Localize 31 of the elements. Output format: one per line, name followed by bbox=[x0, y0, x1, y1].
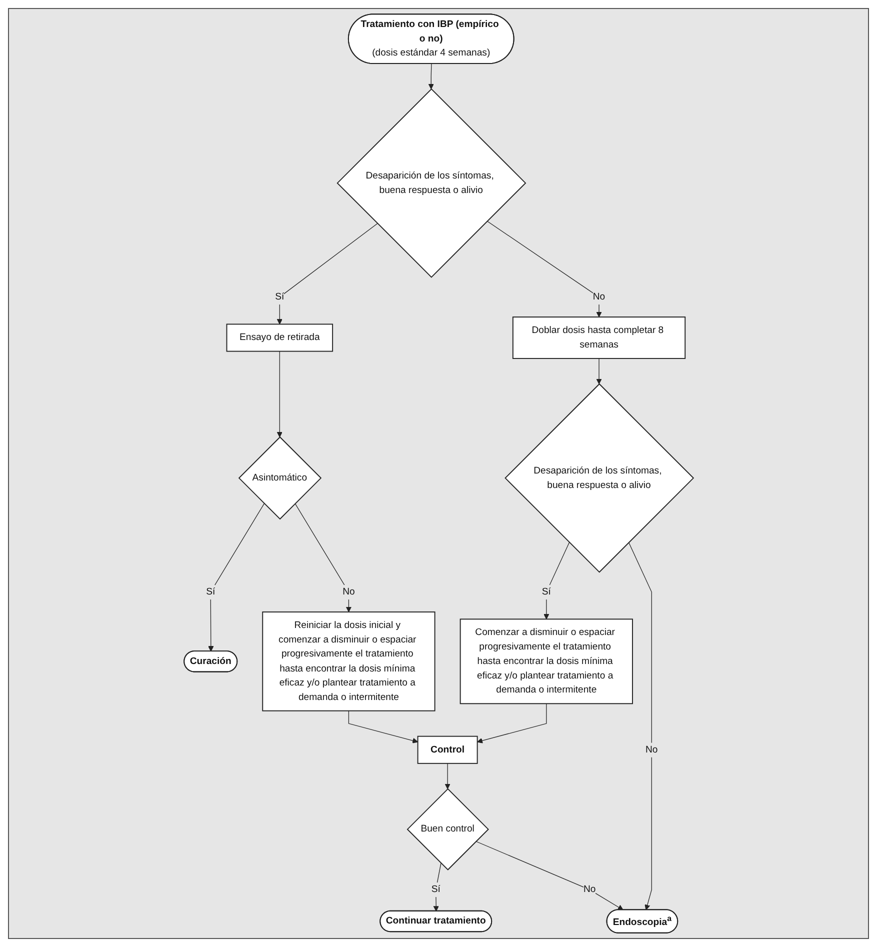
edge-label: Sí bbox=[431, 884, 440, 895]
arrow bbox=[433, 862, 442, 912]
arrow bbox=[208, 503, 264, 652]
arrow bbox=[628, 542, 652, 910]
node-diamond: Buen control bbox=[406, 788, 489, 870]
edge-label: No bbox=[645, 744, 658, 755]
edge-label: No bbox=[342, 586, 355, 597]
arrow bbox=[486, 220, 602, 318]
edge-label: Sí bbox=[274, 291, 284, 302]
node-box: Comenzar a disminuir o espaciar progresivamente el tratamiento hasta encontrar la dosis mínima eficaz y/o plantear tratamiento a demanda o intermitente bbox=[460, 618, 633, 704]
arrow bbox=[444, 763, 450, 790]
node-box: Control bbox=[417, 736, 478, 764]
edge-label: No bbox=[583, 884, 596, 895]
node-diamond: Asintomático bbox=[238, 436, 322, 520]
arrow bbox=[276, 223, 378, 324]
node-box: Reiniciar la dosis inicial y comenzar a disminuir o espaciar progresivamente el tratamiento hasta encontrar la dosis mínima eficaz y/o plantear tratamiento a demanda o intermitente bbox=[262, 611, 436, 712]
arrow bbox=[294, 503, 352, 612]
edge-label: No bbox=[592, 291, 605, 302]
arrow bbox=[276, 350, 282, 438]
node-diamond: Desaparición de los síntomas, buena respuesta o alivio bbox=[336, 88, 526, 278]
edge-label: Sí bbox=[542, 586, 551, 597]
arrow bbox=[475, 841, 624, 910]
arrow bbox=[543, 542, 570, 620]
node-box: Doblar dosis hasta completar 8 semanas bbox=[512, 316, 686, 359]
node-diamond: Desaparición de los síntomas, buena respuesta o alivio bbox=[504, 383, 694, 573]
arrow bbox=[596, 358, 602, 384]
arrow bbox=[428, 64, 434, 90]
edge-label: Sí bbox=[206, 586, 215, 597]
node-box: Ensayo de retirada bbox=[226, 324, 333, 352]
arrow bbox=[348, 710, 418, 744]
arrow bbox=[476, 703, 546, 744]
